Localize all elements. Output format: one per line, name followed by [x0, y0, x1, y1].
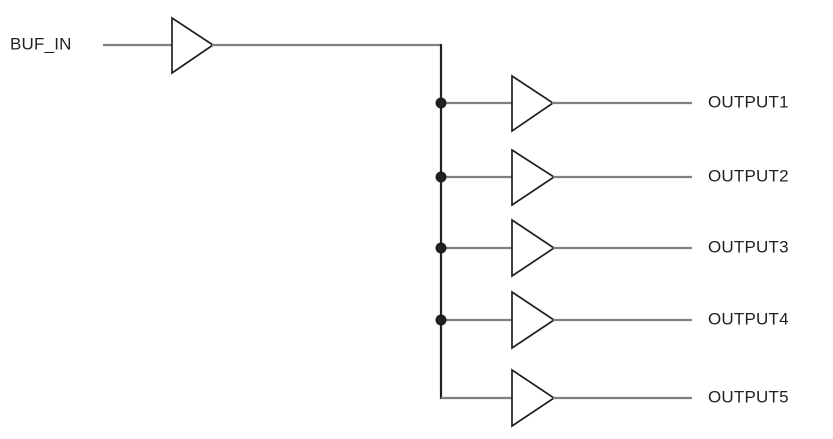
output-buffer-symbol-1	[511, 74, 555, 133]
output-branch-4: OUTPUT4	[435, 290, 789, 350]
bus-junction-dot-3	[435, 242, 447, 254]
output-branch-3: OUTPUT3	[435, 218, 789, 278]
bus-junction-dot-1	[435, 97, 447, 109]
output-net-label-1: OUTPUT1	[708, 92, 789, 111]
bus-junction-dot-4	[435, 314, 447, 326]
input-buffer-symbol	[171, 16, 215, 75]
output-net-label-3: OUTPUT3	[708, 237, 789, 256]
output-net-label-2: OUTPUT2	[708, 166, 789, 185]
output-branch-2: OUTPUT2	[435, 148, 789, 207]
output-buffer-symbol-5	[511, 368, 556, 428]
output-buffer-symbol-2	[511, 148, 556, 207]
output-buffer-symbol-4	[511, 290, 556, 350]
input-net-label: BUF_IN	[10, 34, 72, 53]
output-net-label-5: OUTPUT5	[708, 387, 789, 406]
output-branch-5: OUTPUT5	[441, 368, 789, 428]
output-buffer-symbol-3	[511, 218, 556, 278]
output-branch-1: OUTPUT1	[435, 74, 789, 133]
bus-junction-dot-2	[435, 171, 447, 183]
output-net-label-4: OUTPUT4	[708, 309, 789, 328]
